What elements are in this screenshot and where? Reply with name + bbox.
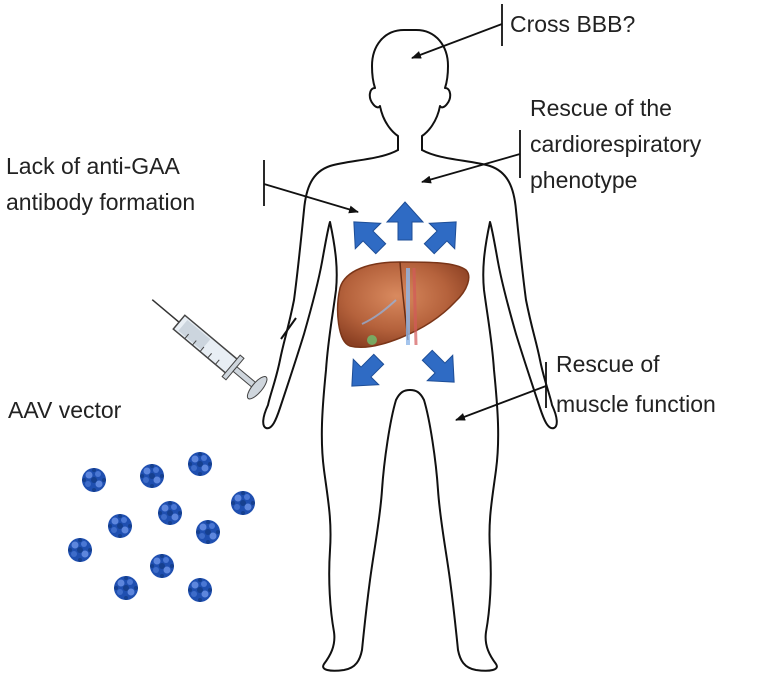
rescue-muscle-label-line1: Rescue of xyxy=(556,351,660,377)
cardio-pointer xyxy=(421,153,521,184)
rescue-cardio-label-line1: Rescue of the xyxy=(530,95,672,121)
aav-particle-icon xyxy=(82,468,106,492)
arrow-up-right xyxy=(416,208,470,262)
aav-particle-icon xyxy=(231,491,255,515)
aav-particle-icon xyxy=(158,501,182,525)
aav-particle-icon xyxy=(108,514,132,538)
aav-particle-icon xyxy=(188,452,212,476)
aav-particle-icon xyxy=(150,554,174,578)
aav-particle-icon xyxy=(68,538,92,562)
liver-icon xyxy=(336,261,470,349)
cross-bbb-pointer xyxy=(411,23,503,59)
rescue-cardio-label-line3: phenotype xyxy=(530,167,637,193)
aav-vector-label: AAV vector xyxy=(8,397,122,423)
syringe-icon xyxy=(151,299,268,400)
lack-antibody-label-line1: Lack of anti-GAA xyxy=(6,153,181,179)
lack-antibody-label-line2: antibody formation xyxy=(6,189,195,215)
aav-particle-icon xyxy=(140,464,164,488)
rescue-muscle-label-line2: muscle function xyxy=(556,391,716,417)
cross-bbb-label: Cross BBB? xyxy=(510,11,635,37)
aav-particle-icon xyxy=(188,578,212,602)
antibody-pointer xyxy=(263,183,359,214)
human-body-outline xyxy=(262,29,558,672)
arrow-down-left xyxy=(338,346,392,400)
arrow-up-left xyxy=(340,208,394,262)
aav-particle-icon xyxy=(114,576,138,600)
muscle-pointer xyxy=(455,385,547,421)
rescue-cardio-label-line2: cardiorespiratory xyxy=(530,131,702,157)
callout-lines xyxy=(263,4,547,421)
arrow-down-right xyxy=(414,342,468,396)
aav-particle-icon xyxy=(196,520,220,544)
aav-particles xyxy=(68,452,255,602)
needle-to-body-line xyxy=(280,317,297,340)
arrow-up xyxy=(386,201,424,241)
